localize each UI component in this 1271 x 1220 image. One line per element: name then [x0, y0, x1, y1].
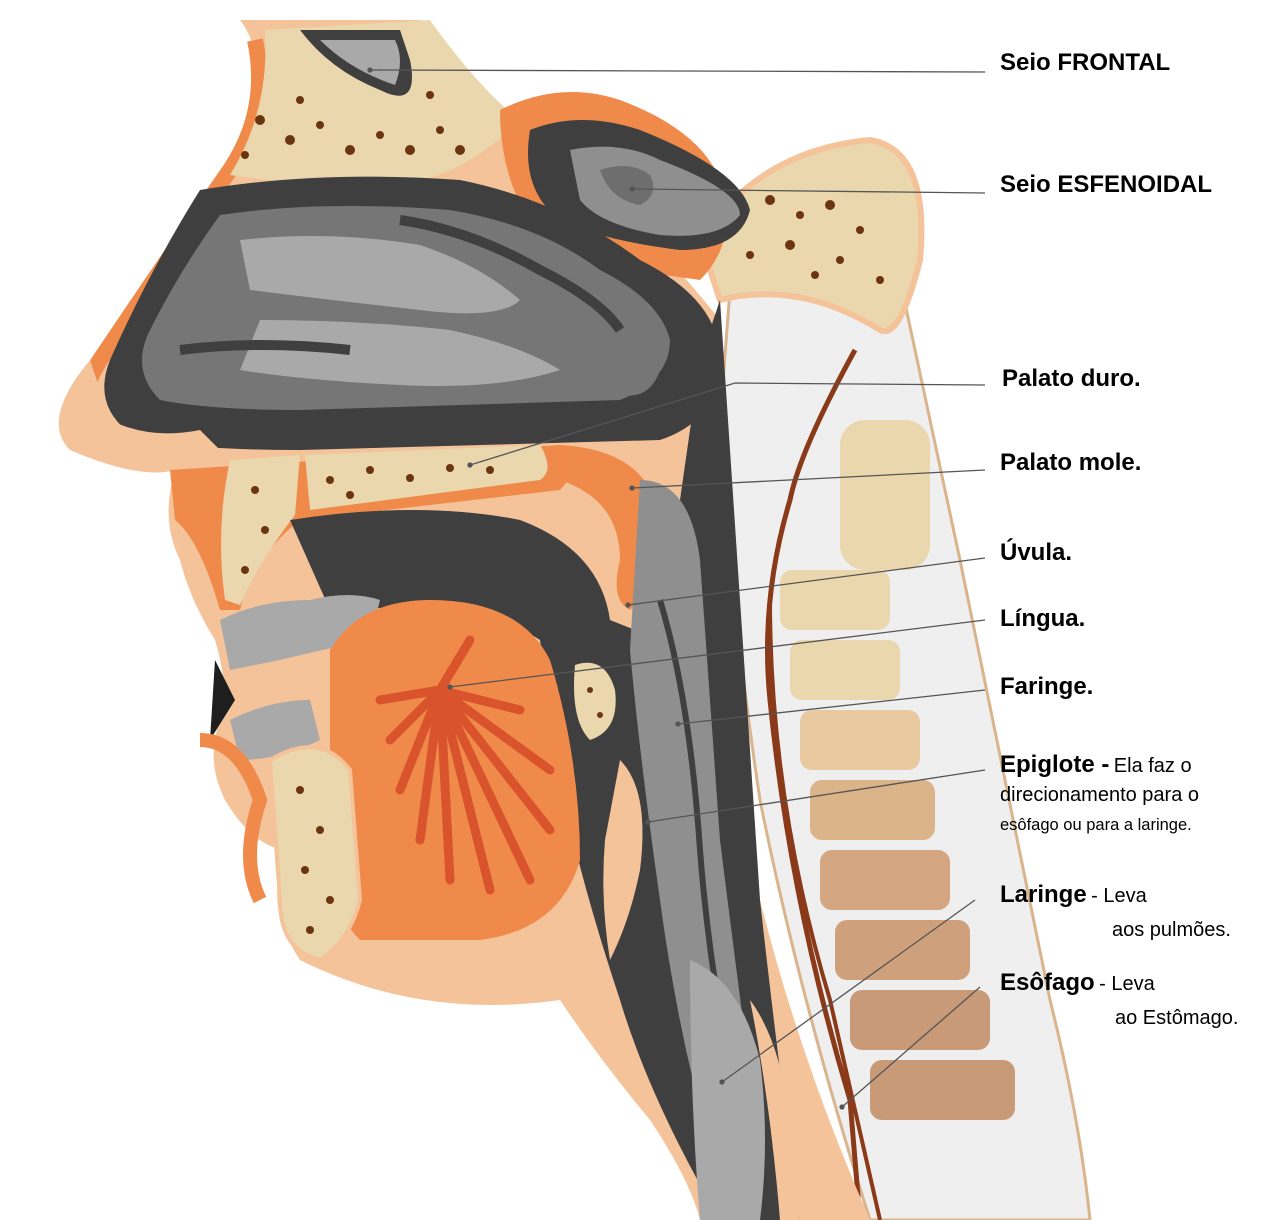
leader-palato-duro-dot [468, 463, 472, 467]
label-palato-duro: Palato duro. [1002, 365, 1141, 393]
leader-faringe-dot [676, 722, 680, 726]
esofago-title: Esôfago [1000, 969, 1095, 996]
label-seio-frontal: Seio FRONTAL [1000, 49, 1170, 77]
leader-lingua-dot [448, 685, 452, 689]
label-seio-esfenoidal: Seio ESFENOIDAL [1000, 171, 1212, 199]
leader-palato-mole-dot [630, 486, 634, 490]
label-palato-mole: Palato mole. [1000, 449, 1141, 477]
leader-seio-frontal-dot [368, 68, 372, 72]
leader-laringe-dot [720, 1080, 724, 1084]
epiglote-desc-2: direcionamento para o [1000, 784, 1199, 807]
label-laringe: Laringe - Leva [1000, 881, 1147, 909]
label-lingua: Língua. [1000, 605, 1085, 633]
laringe-title: Laringe [1000, 881, 1087, 908]
leader-esofago-dot [840, 1105, 844, 1109]
label-epiglote: Epiglote - Ela faz o [1000, 751, 1192, 779]
leader-seio-esfenoidal-dot [630, 187, 634, 191]
epiglote-desc-3: esôfago ou para a laringe. [1000, 816, 1192, 835]
esofago-desc-1: - Leva [1099, 973, 1155, 995]
leader-uvula-dot [626, 603, 630, 607]
leader-epiglote-dot [646, 820, 650, 824]
epiglote-title: Epiglote - [1000, 751, 1109, 778]
label-faringe: Faringe. [1000, 673, 1093, 701]
tongue [328, 600, 580, 940]
epiglote-desc-1: Ela faz o [1114, 755, 1192, 777]
label-uvula: Úvula. [1000, 539, 1072, 567]
laringe-desc-1: - Leva [1091, 885, 1147, 907]
esofago-desc-2: ao Estômago. [1115, 1007, 1238, 1030]
laringe-desc-2: aos pulmões. [1112, 919, 1231, 942]
label-esofago: Esôfago - Leva [1000, 969, 1155, 997]
